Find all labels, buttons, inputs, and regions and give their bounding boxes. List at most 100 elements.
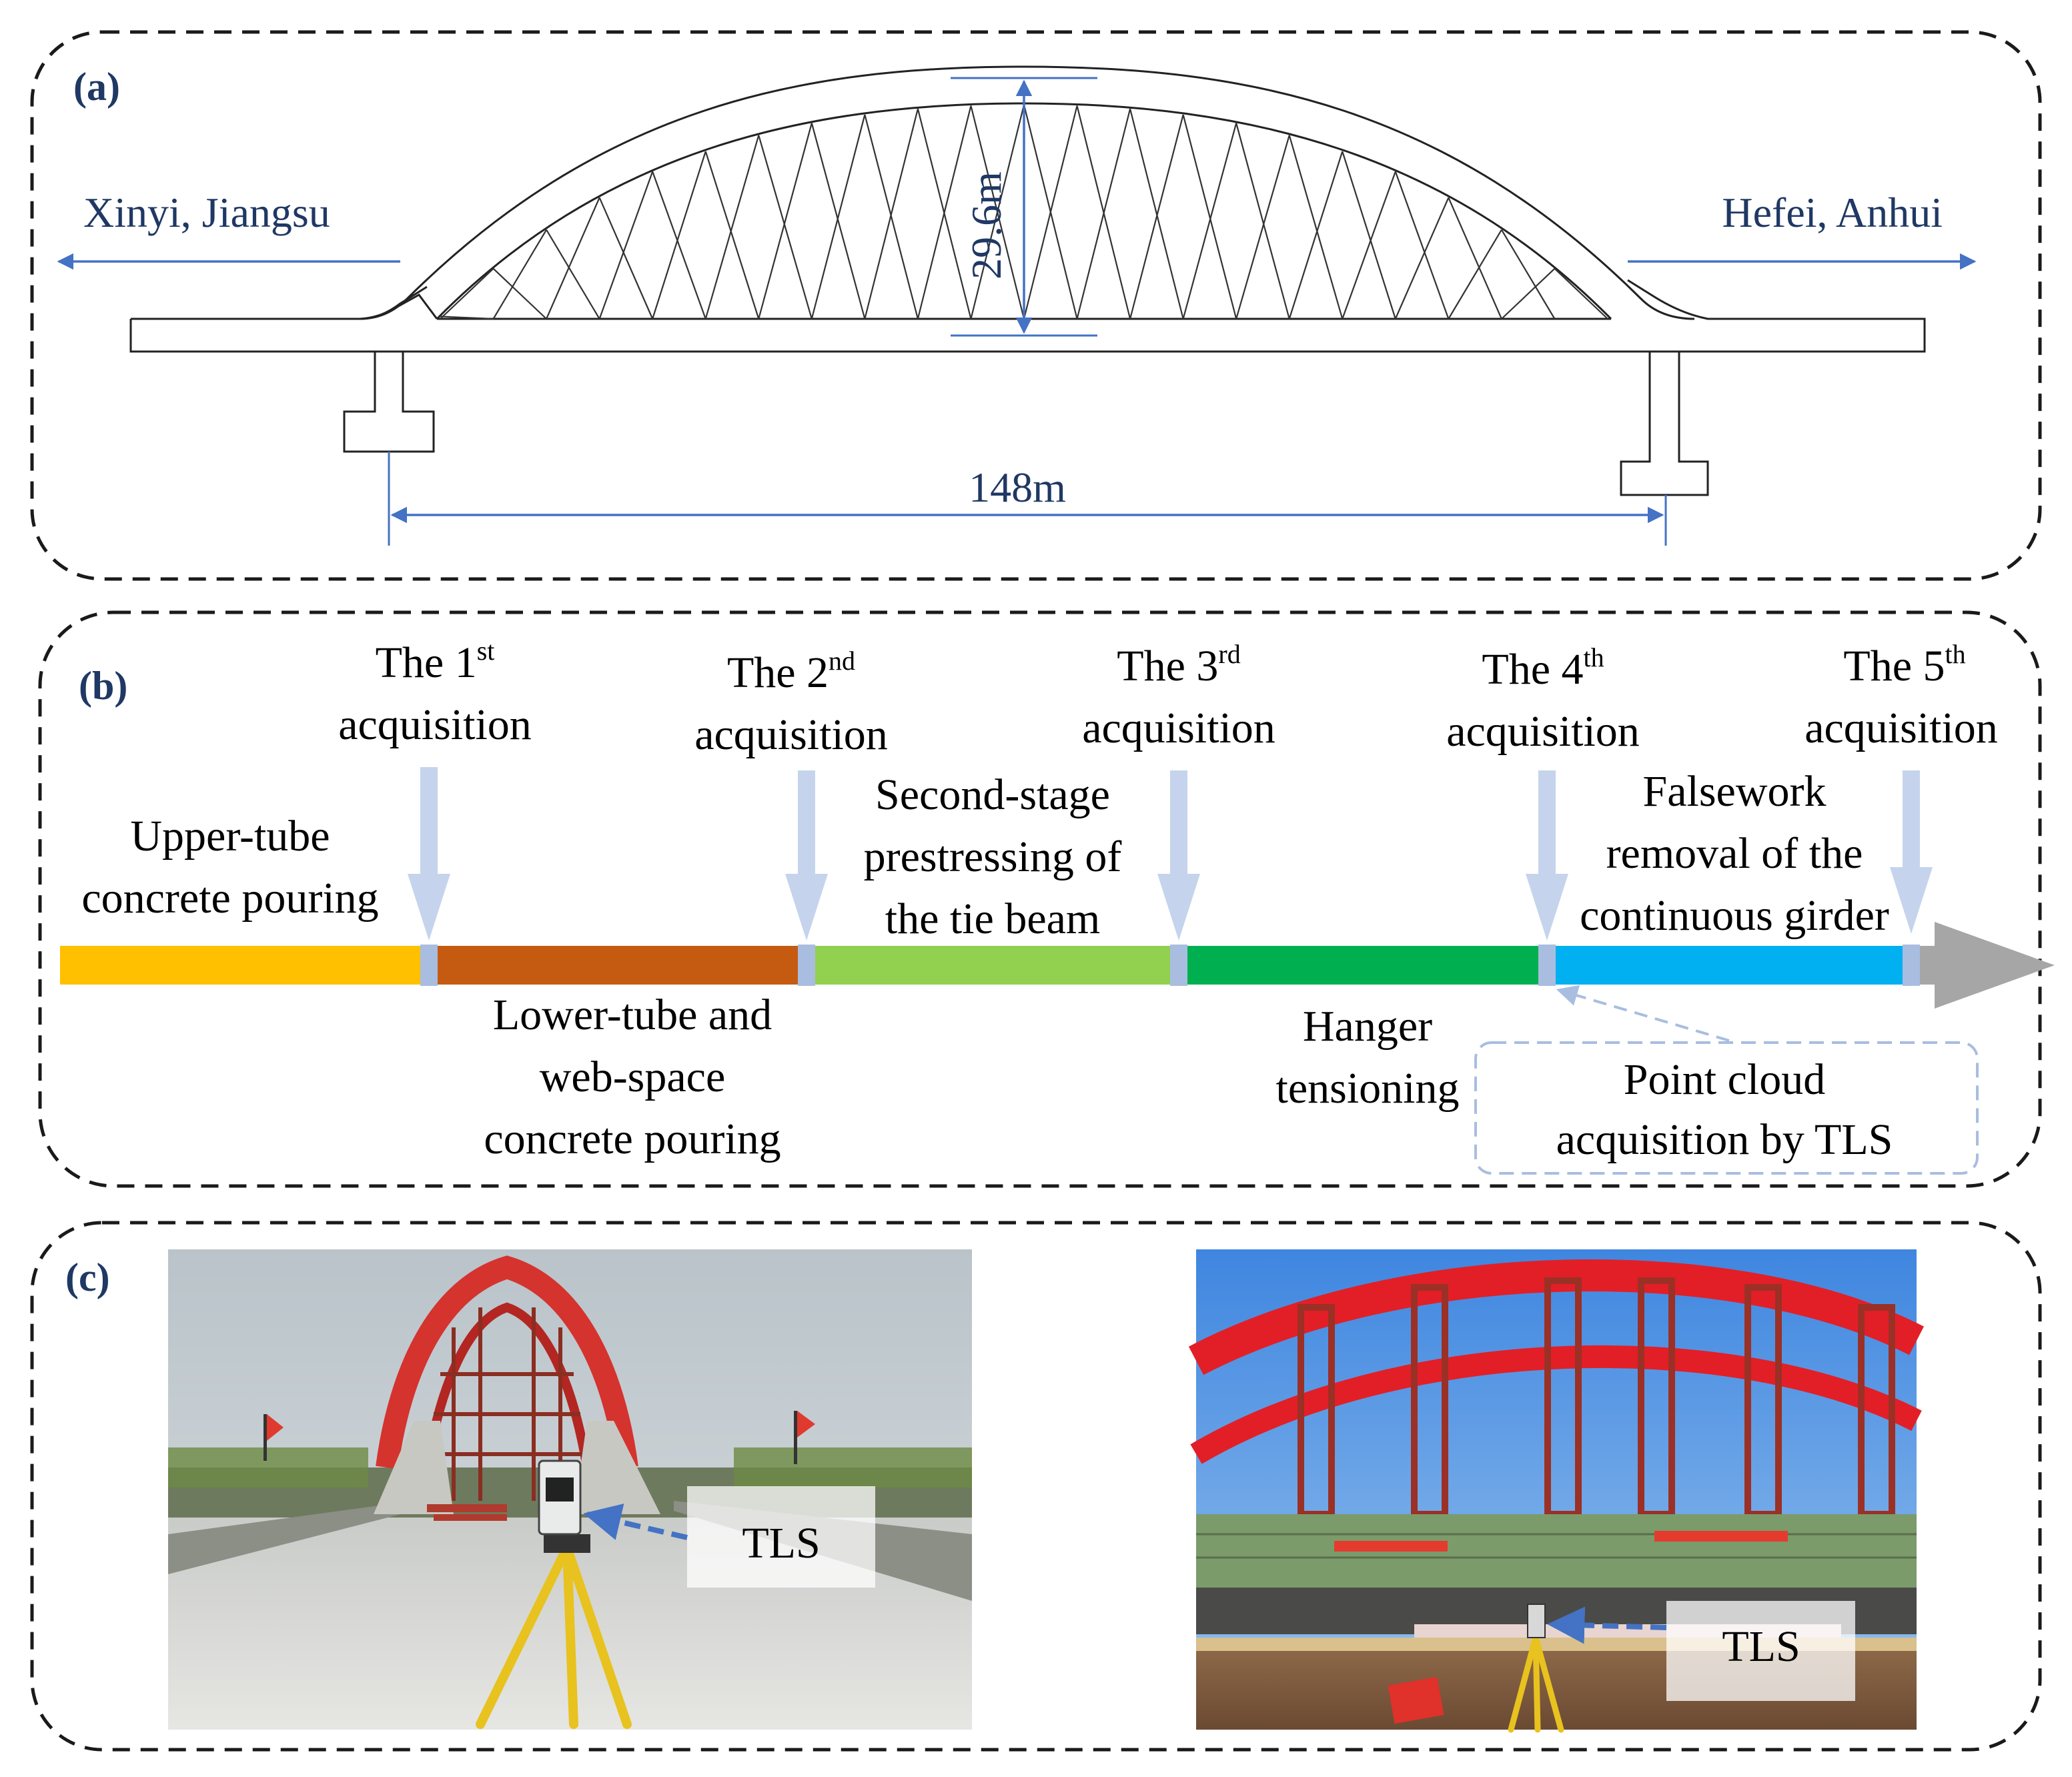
truss-diagonal (917, 108, 972, 320)
panel-a-frame (30, 30, 2042, 581)
truss-diagonal (1076, 105, 1131, 320)
truss-diagonal (1235, 135, 1290, 320)
acquisition-arrow-3 (1157, 770, 1200, 941)
acquisition-5-title: The 5th (1843, 639, 1965, 690)
stage-4-label-line-2: tensioning (1276, 1064, 1460, 1113)
truss-diagonal (864, 108, 919, 320)
right-direction-label: Hefei, Anhui (1722, 189, 1943, 236)
acquisition-4-title: The 4th (1482, 642, 1604, 694)
truss-diagonal (546, 197, 600, 320)
acquisition-3-title: The 3rd (1117, 639, 1240, 690)
pier-left (343, 352, 435, 453)
truss-diagonal (1235, 123, 1290, 320)
truss-diagonal (1342, 151, 1396, 320)
stage-2-label-line-3: concrete pouring (484, 1115, 781, 1163)
stage-3-label-line-2: prestressing of (864, 832, 1122, 881)
timeline-arrowhead (1917, 922, 2055, 1009)
photo-right: TLS (1188, 1249, 1924, 1733)
callout-line-1: Point cloud (1624, 1055, 1826, 1104)
truss-diagonal (440, 316, 494, 320)
span-label: 148m (969, 464, 1066, 511)
truss-diagonal (1342, 171, 1396, 320)
truss-diagonal (492, 229, 548, 320)
truss-diagonal (1448, 197, 1502, 320)
callout-box (1474, 1041, 1979, 1175)
arch-truss-web (440, 104, 1608, 320)
acquisition-marker-3 (1170, 945, 1187, 986)
truss-diagonal (546, 229, 600, 320)
stage-5-label-line-1: Falsework (1643, 767, 1827, 816)
acquisition-arrow-4 (1526, 770, 1568, 941)
stage-3-label-line-3: the tie beam (885, 895, 1101, 943)
acquisition-4-word: acquisition (1446, 707, 1640, 756)
stage-5-label-line-3: continuous girder (1580, 891, 1889, 940)
bridge-elevation (129, 65, 1926, 353)
rise-label: 29.6m (963, 171, 1010, 279)
acquisition-arrow-5 (1890, 770, 1933, 934)
acquisition-arrow-1 (408, 767, 450, 941)
bridge-deck (131, 293, 438, 320)
acquisition-2-title: The 2nd (727, 646, 855, 697)
truss-diagonal (1448, 229, 1502, 320)
panel-c-frame (30, 1221, 2042, 1752)
truss-diagonal (1182, 114, 1237, 320)
timeline-stage-2 (426, 946, 807, 985)
panel-b-label: (b) (79, 664, 127, 708)
truss-diagonal (704, 151, 760, 320)
truss-diagonal (1288, 151, 1344, 320)
timeline-stage-4 (1178, 946, 1546, 985)
acquisition-1-word: acquisition (338, 700, 532, 749)
truss-diagonal (1500, 229, 1556, 320)
acquisition-arrows (408, 767, 1933, 941)
acquisition-arrow-2 (785, 770, 828, 941)
timeline-stage-5 (1546, 946, 1917, 985)
truss-diagonal (1501, 267, 1556, 320)
truss-diagonal (758, 123, 813, 320)
timeline-stage-3 (807, 946, 1178, 985)
acquisition-marker-1 (420, 945, 438, 986)
acquisition-2-word: acquisition (694, 710, 888, 759)
photo-left-tls-arrow (583, 1504, 688, 1540)
bridge-deck-outline (129, 279, 1926, 353)
panel-a-label: (a) (73, 65, 120, 109)
acquisition-3-word: acquisition (1082, 704, 1275, 752)
truss-diagonal (970, 105, 1025, 320)
stage-4-label-line-1: Hanger (1303, 1002, 1432, 1051)
stage-1-label-line-2: concrete pouring (81, 874, 378, 923)
acquisition-marker-4 (1538, 945, 1556, 986)
acquisition-marker-5 (1903, 945, 1920, 986)
truss-diagonal (704, 135, 760, 320)
photo-right-tls-label: TLS (1722, 1622, 1800, 1671)
panel-c: (c) (30, 1221, 2042, 1752)
truss-diagonal (1394, 171, 1450, 320)
truss-diagonal (864, 114, 919, 320)
arch-outer (360, 65, 1695, 320)
callout-line-2: acquisition by TLS (1556, 1115, 1893, 1164)
truss-diagonal (492, 267, 547, 320)
truss-diagonal (811, 123, 866, 320)
truss-diagonal (598, 197, 654, 320)
stage-5-label-line-2: removal of the (1606, 829, 1863, 878)
truss-diagonal (1182, 123, 1237, 320)
stage-1-label-line-1: Upper-tube (130, 812, 330, 860)
panel-a: (a) Xinyi, Jiangsu Hefei, Anhui (30, 30, 2042, 581)
stage-3-label-line-1: Second-stage (875, 770, 1110, 819)
left-direction-label: Xinyi, Jiangsu (83, 189, 330, 236)
acquisition-5-word: acquisition (1804, 704, 1998, 752)
truss-diagonal (1023, 104, 1078, 320)
stage-2-label-line-1: Lower-tube and (493, 991, 772, 1039)
truss-diagonal (758, 135, 813, 320)
truss-diagonal (440, 267, 494, 320)
truss-diagonal (1394, 197, 1450, 320)
truss-diagonal (598, 171, 654, 320)
panel-b: (b) The 1st acquisition The 2nd acquisit… (38, 610, 2055, 1188)
panel-b-frame (38, 610, 2042, 1188)
truss-diagonal (811, 114, 866, 320)
truss-diagonal (1288, 135, 1344, 320)
stage-2-label-line-2: web-space (540, 1053, 726, 1101)
acquisition-marker-2 (798, 945, 815, 986)
truss-diagonal (652, 171, 706, 320)
callout-arrow (1556, 985, 1730, 1042)
acquisition-1-title: The 1st (376, 636, 495, 687)
photo-left: TLS (168, 1249, 972, 1730)
